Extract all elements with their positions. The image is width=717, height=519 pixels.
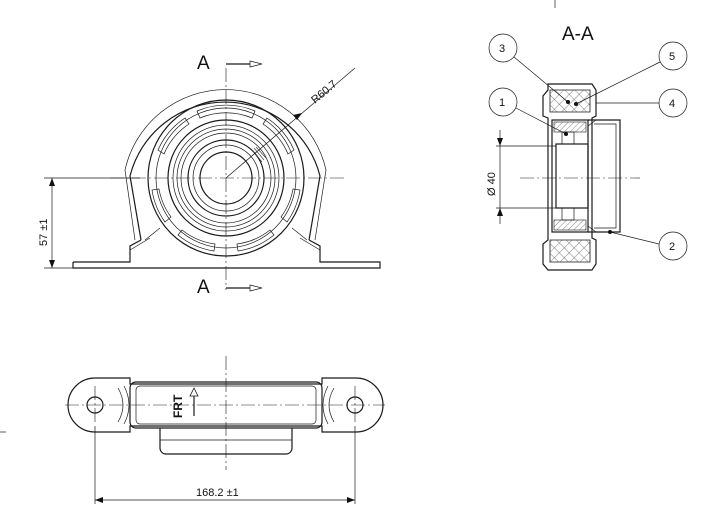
svg-text:5: 5 <box>669 51 675 63</box>
section-marker-bottom: A <box>197 277 210 298</box>
radius-dimension: R60.7 <box>309 78 339 106</box>
rubber-cushion-top <box>549 89 591 113</box>
section-title: A-A <box>562 24 594 45</box>
balloon-4: 4 <box>596 88 688 118</box>
rubber-cushion-bottom <box>549 239 591 263</box>
section-view: A-A Ø 40 3 <box>486 0 688 271</box>
balloon-5: 5 <box>574 41 688 106</box>
svg-text:1: 1 <box>499 97 505 109</box>
svg-text:3: 3 <box>499 43 505 55</box>
svg-text:2: 2 <box>669 241 675 253</box>
front-label: FRT <box>171 394 185 418</box>
diameter-dimension: Ø 40 <box>486 172 498 196</box>
balloon-2: 2 <box>608 230 688 261</box>
front-view: R60.7 57 ±1 A A <box>38 53 381 298</box>
top-view: FRT 168.2 ±1 <box>0 356 385 504</box>
width-dimension: 168.2 ±1 <box>196 487 239 499</box>
balloon-3: 3 <box>488 33 570 104</box>
balloon-1: 1 <box>488 87 568 136</box>
bearing-outer-bottom <box>553 219 587 231</box>
housing-slots <box>151 104 301 252</box>
height-dimension: 57 ±1 <box>38 219 50 246</box>
svg-text:4: 4 <box>669 98 675 110</box>
section-marker-top: A <box>197 53 210 74</box>
